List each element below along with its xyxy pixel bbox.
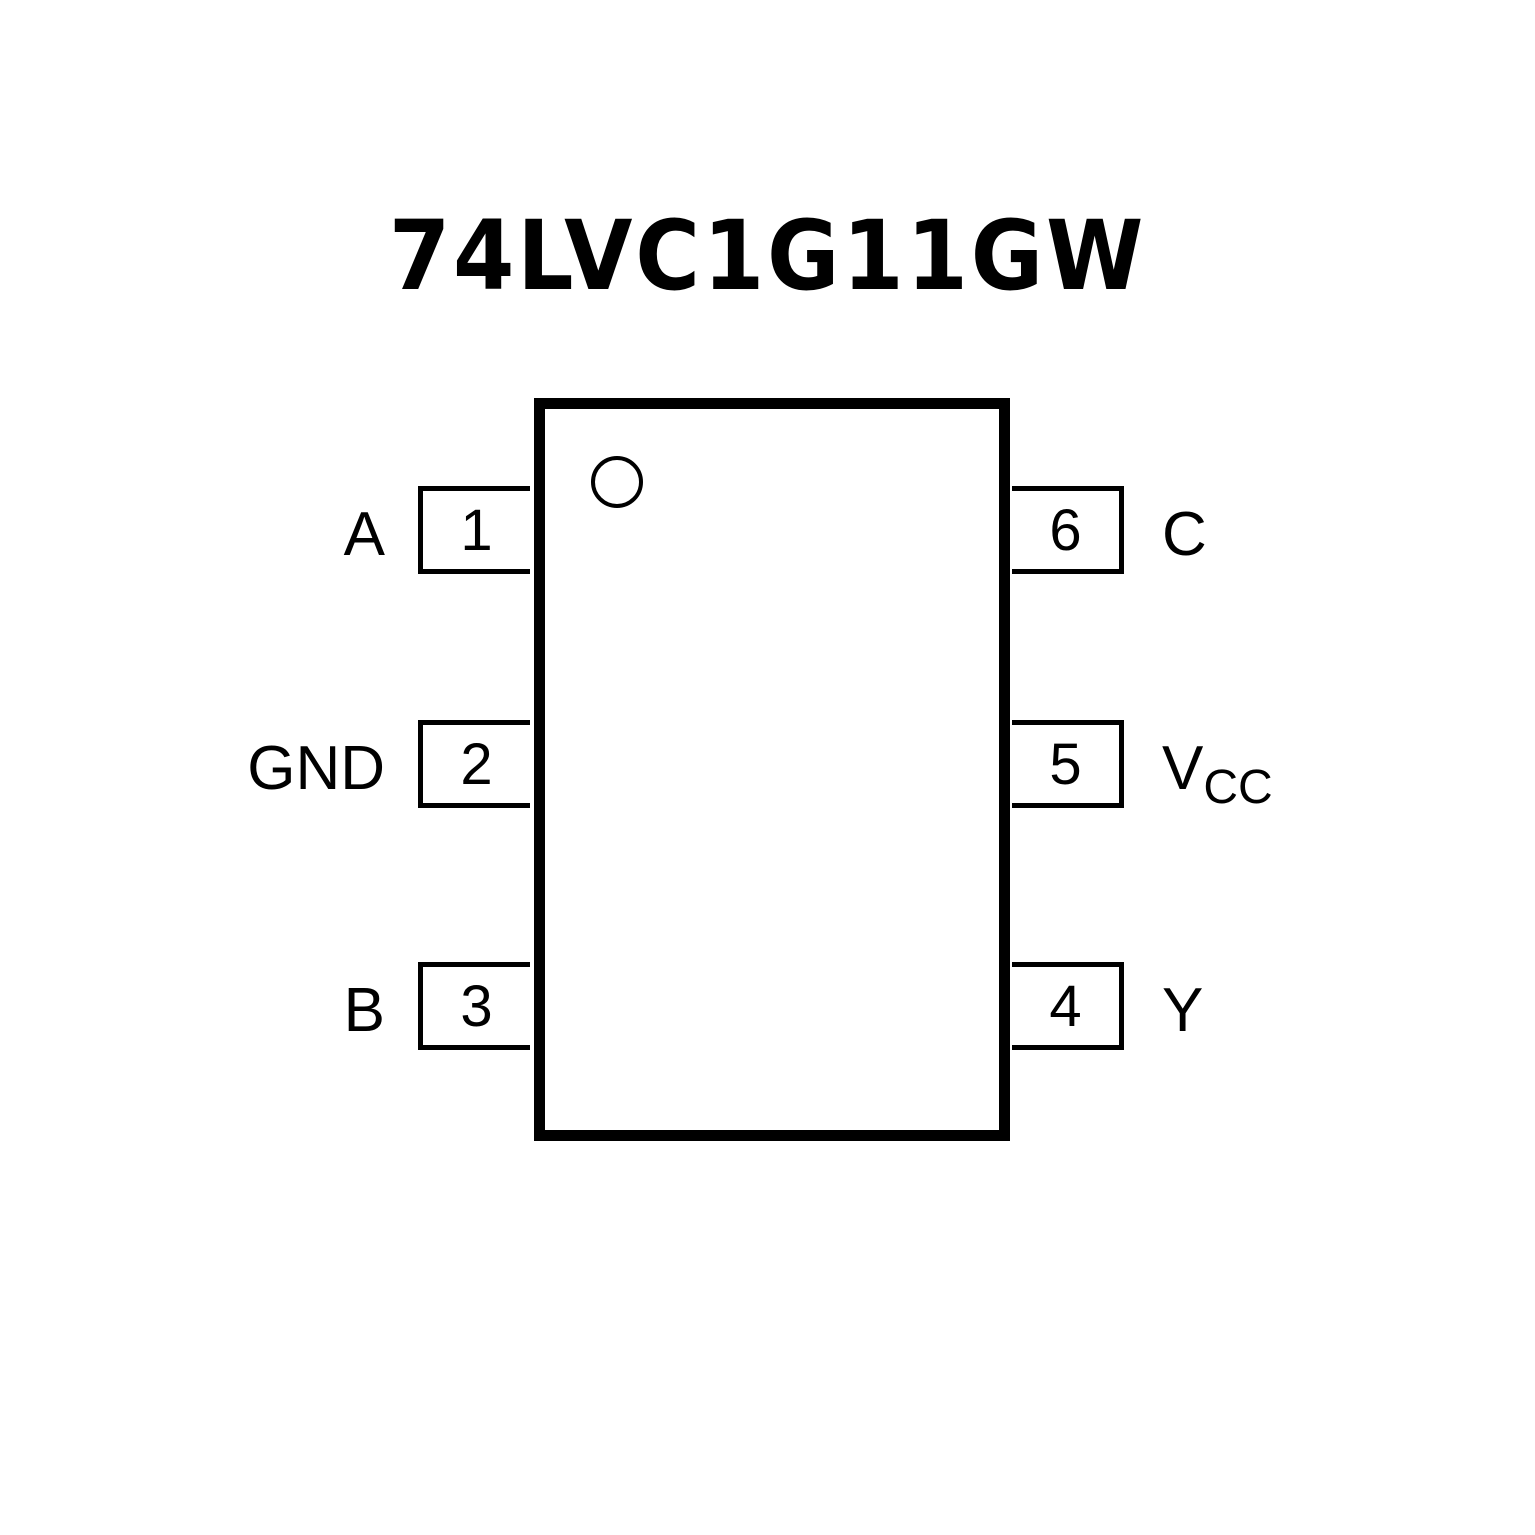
pin-number: 6 [1049, 497, 1082, 563]
ic-package-body [534, 398, 1010, 1141]
pin-4-label: Y [1162, 976, 1204, 1045]
pin-6: 6 [1012, 486, 1124, 574]
pin-4: 4 [1012, 962, 1124, 1050]
pin-3-label: B [343, 976, 385, 1045]
pin-3: 3 [418, 962, 530, 1050]
pin-2-label: GND [247, 734, 385, 803]
pin-1-label: A [343, 500, 385, 569]
pin-2: 2 [418, 720, 530, 808]
part-number-title: 74LVC1G11GW [388, 200, 1147, 312]
pin-number: 5 [1049, 731, 1082, 797]
pin-5-label-subscript: CC [1203, 761, 1273, 814]
pin-5: 5 [1012, 720, 1124, 808]
pin-5-label: VCC [1162, 738, 1273, 812]
pin-number: 1 [460, 497, 493, 563]
pin-number: 4 [1049, 973, 1082, 1039]
pin-5-label-main: V [1162, 734, 1204, 803]
pin1-indicator-dot [591, 456, 643, 508]
pin-1: 1 [418, 486, 530, 574]
pin-number: 2 [460, 731, 493, 797]
pin-number: 3 [460, 973, 493, 1039]
pin-6-label: C [1162, 500, 1207, 569]
